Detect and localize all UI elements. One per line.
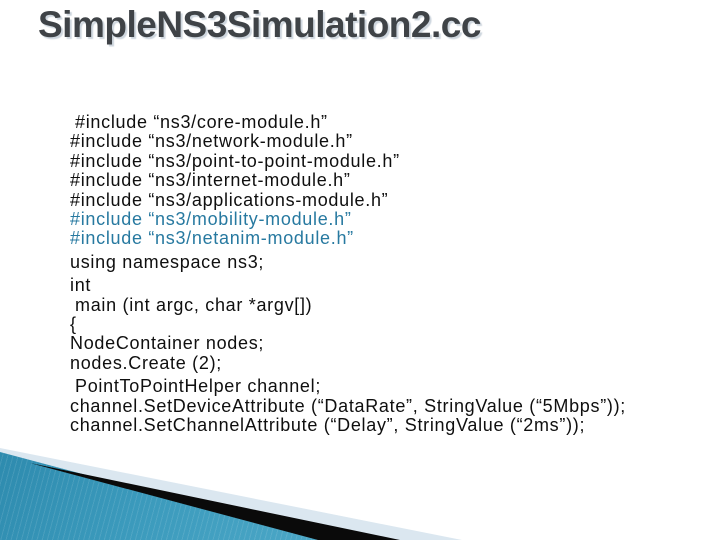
code-line: channel.SetChannelAttribute (“Delay”, St…: [70, 415, 586, 436]
code-block: #include “ns3/core-module.h”#include “ns…: [70, 112, 690, 436]
code-line: main (int argc, char *argv[]): [75, 294, 313, 315]
code-line: NodeContainer nodes;: [70, 333, 265, 354]
code-line: int: [70, 275, 92, 296]
code-line: #include “ns3/netanim-module.h”: [70, 228, 354, 249]
code-line: #include “ns3/core-module.h”: [75, 112, 328, 132]
code-line: {: [70, 314, 77, 335]
code-line: using namespace ns3;: [70, 251, 265, 272]
code-line: channel.SetDeviceAttribute (“DataRate”, …: [70, 395, 626, 416]
code-line: PointToPointHelper channel;: [75, 376, 322, 397]
code-line: #include “ns3/network-module.h”: [70, 131, 353, 152]
code-line: #include “ns3/point-to-point-module.h”: [70, 150, 400, 171]
slide-title: SimpleNS3Simulation2.cc: [38, 4, 481, 45]
code-line: #include “ns3/internet-module.h”: [70, 170, 351, 191]
code-line: #include “ns3/mobility-module.h”: [70, 209, 352, 230]
code-line: nodes.Create (2);: [70, 352, 222, 373]
code-line: #include “ns3/applications-module.h”: [70, 189, 389, 210]
